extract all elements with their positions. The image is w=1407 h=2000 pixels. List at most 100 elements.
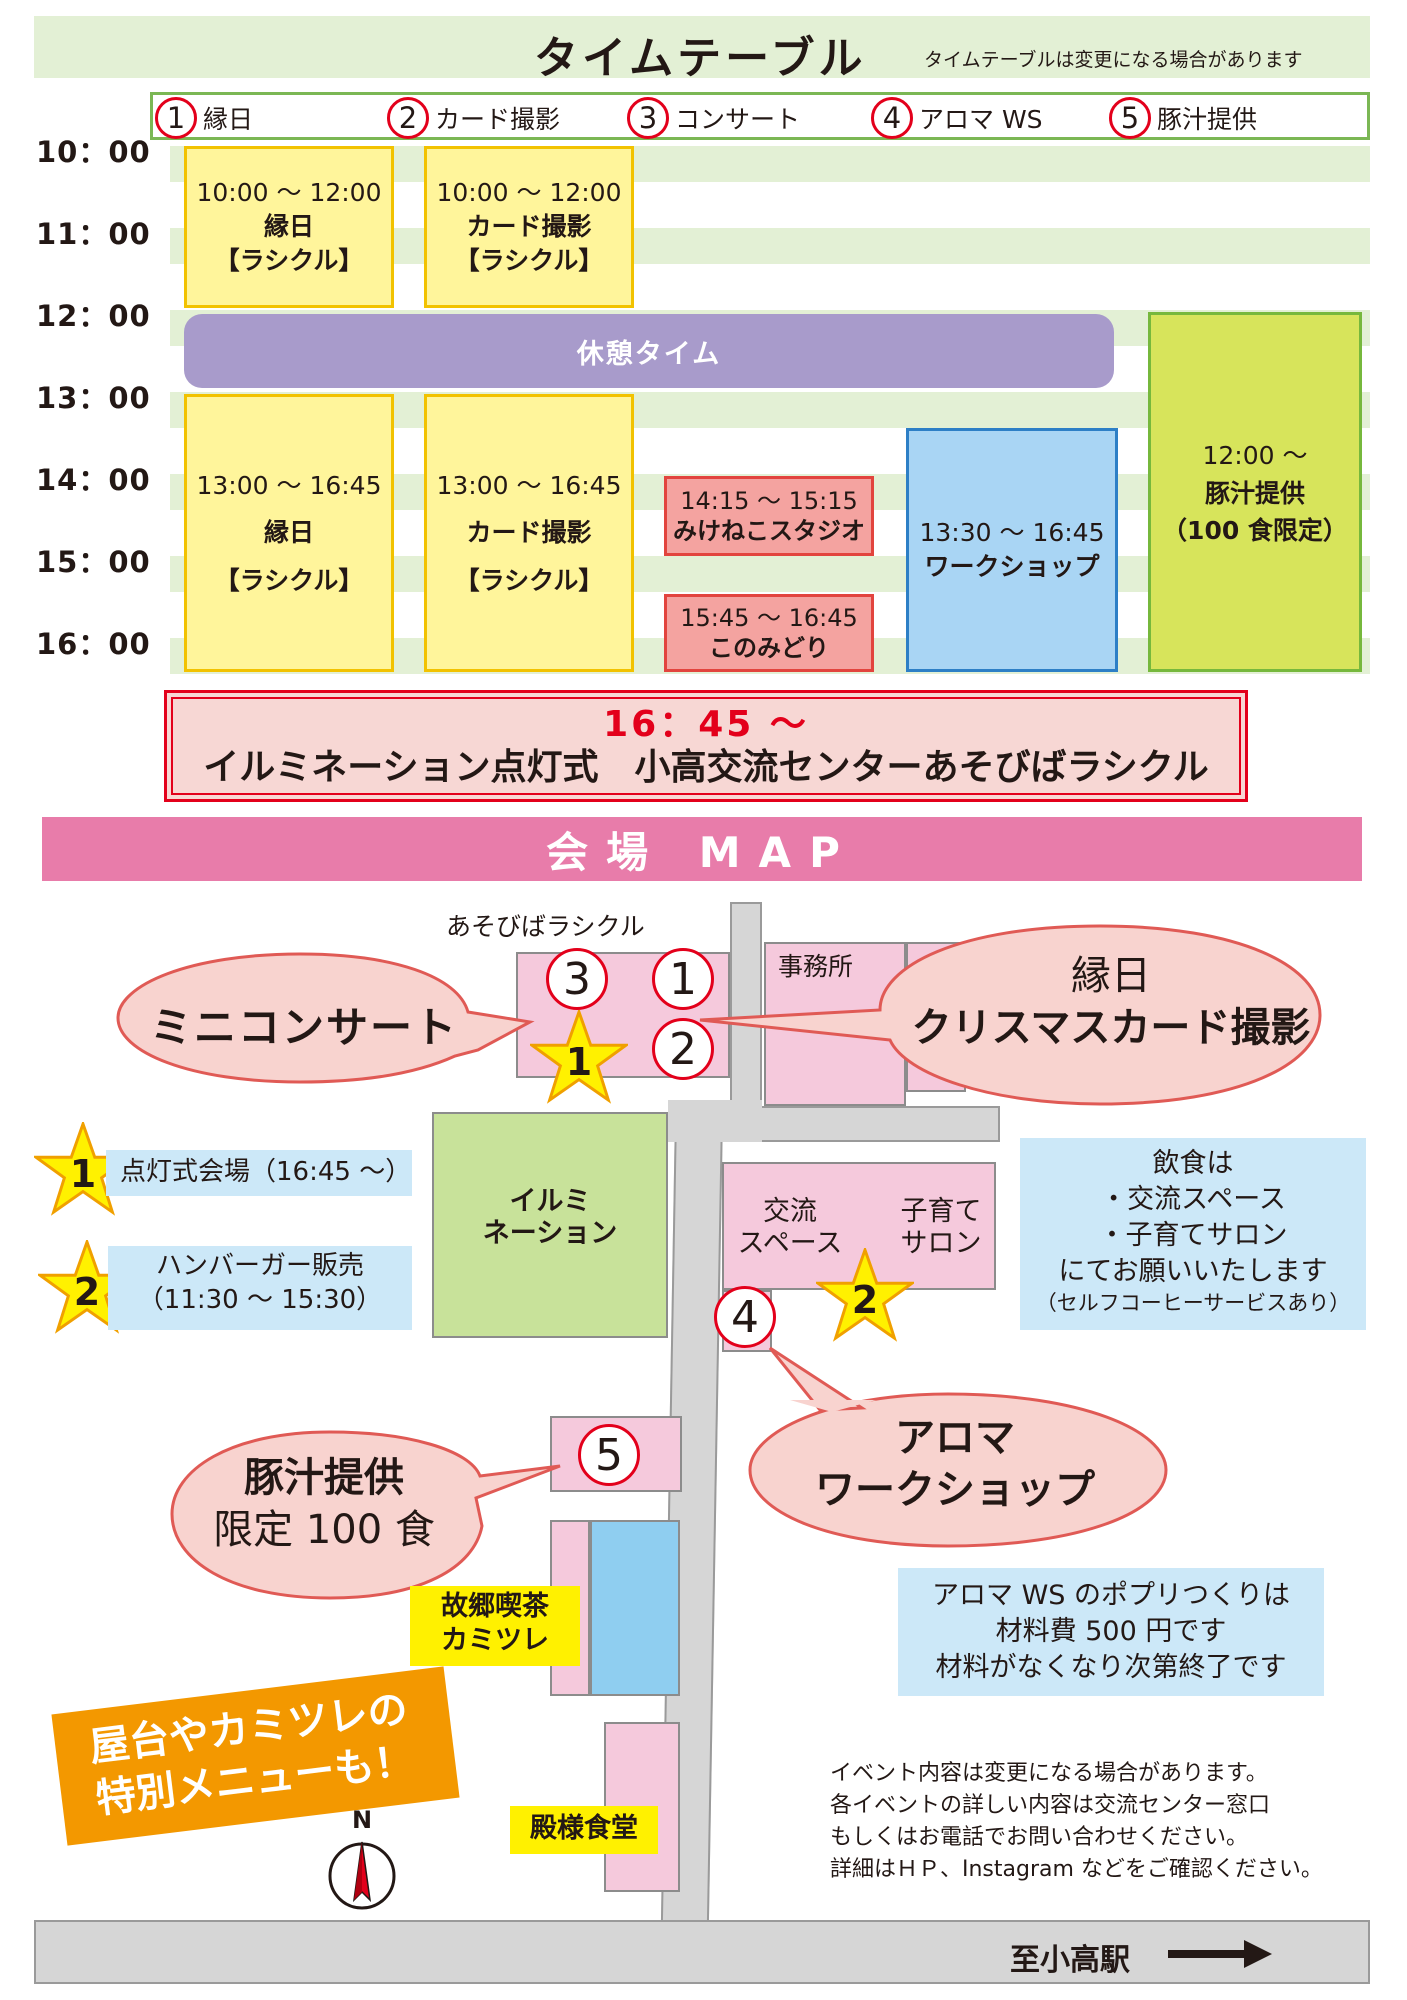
concert-bubble-text: ミニコンサート xyxy=(150,1003,459,1052)
ennichi-bubble-line1: 縁日 xyxy=(1071,953,1151,999)
hour-label: 12：00 xyxy=(36,299,151,333)
kosodate-label: 子育て サロン xyxy=(888,1196,994,1261)
break-time-bar: 休憩タイム xyxy=(184,314,1114,388)
legend-item-3: 3 コンサート xyxy=(627,97,801,139)
kamitsure-line1: 故郷喫茶 xyxy=(441,1591,549,1622)
block-time: 15:45 〜 16:45 xyxy=(680,604,858,632)
star-number: 2 xyxy=(851,1278,879,1322)
compass-arrow-icon xyxy=(328,1841,396,1910)
illumination-label-line1: イルミ xyxy=(509,1186,591,1217)
road xyxy=(730,902,762,1114)
koryu-label-line1: 交流 xyxy=(763,1196,817,1227)
block-venue: 【ラシクル】 xyxy=(454,565,604,595)
hour-label: 16：00 xyxy=(36,627,151,661)
legend-number: 1 xyxy=(155,97,197,139)
notice-line: 詳細はＨＰ、Instagram などをご確認ください。 xyxy=(830,1856,1323,1882)
block-time: 14:15 〜 15:15 xyxy=(680,487,858,515)
tonjiru-bubble-line2: 限定 100 食 xyxy=(213,1507,435,1553)
concert-bubble xyxy=(116,952,535,1084)
legend-label: コンサート xyxy=(675,105,801,134)
hour-label: 13：00 xyxy=(36,381,151,415)
block-name: みけねこスタジオ xyxy=(673,517,865,545)
kamitsure-badge: 故郷喫茶 カミツレ xyxy=(410,1586,580,1666)
map-marker-5: 5 xyxy=(578,1424,640,1486)
map-marker-1: 1 xyxy=(652,948,714,1010)
north-compass-icon: N xyxy=(326,1808,398,1918)
tonosama-badge: 殿様食堂 xyxy=(510,1806,658,1854)
kamitsure-pool xyxy=(590,1520,680,1696)
aroma-bubble xyxy=(748,1392,1168,1548)
north-label: N xyxy=(351,1806,373,1834)
card-pm-block: 13:00 〜 16:45 カード撮影 【ラシクル】 xyxy=(424,394,634,672)
food-info-line4: にてお願いいたします xyxy=(1058,1255,1328,1287)
block-time: 10:00 〜 12:00 xyxy=(436,178,622,208)
star-1-map-icon: 1 xyxy=(527,1007,631,1104)
illumination-area xyxy=(432,1112,668,1338)
road xyxy=(668,1100,762,1142)
hour-label: 14：00 xyxy=(36,463,151,497)
ennichi-bubble xyxy=(699,924,1322,1106)
block-venue: 【ラシクル】 xyxy=(214,245,364,275)
tonjiru-bubble xyxy=(170,1430,561,1600)
tonjiru-bubble-line1: 豚汁提供 xyxy=(244,1455,404,1501)
kosodate-label-line1: 子育て xyxy=(900,1196,982,1227)
main-road xyxy=(34,1920,1370,1984)
star-2-legend-label: ハンバーガー販売 （11:30 〜 15:30） xyxy=(108,1246,412,1330)
rashikuru-label: あそびばラシクル xyxy=(446,912,645,941)
ennichi-bubble-text: 縁日 クリスマスカード撮影 xyxy=(906,950,1316,1054)
koryu-label: 交流 スペース xyxy=(730,1196,850,1261)
legend-label: 縁日 xyxy=(203,105,254,134)
illumination-time: 16：45 〜 xyxy=(603,703,809,745)
block-name: ワークショップ xyxy=(924,552,1100,581)
koryu-label-line2: スペース xyxy=(737,1228,843,1260)
right-arrow-icon xyxy=(1168,1940,1272,1968)
timetable-header-band xyxy=(34,16,1370,78)
block-time: 13:00 〜 16:45 xyxy=(436,470,622,500)
legend-label: アロマ WS xyxy=(919,105,1043,134)
legend-item-4: 4 アロマ WS xyxy=(871,97,1043,139)
map-marker-3: 3 xyxy=(546,948,608,1010)
map-marker-4: 4 xyxy=(714,1286,776,1348)
ennichi-pm-block: 13:00 〜 16:45 縁日 【ラシクル】 xyxy=(184,394,394,672)
hour-label: 15：00 xyxy=(36,545,151,579)
tonjiru-bubble-text: 豚汁提供 限定 100 食 xyxy=(194,1452,454,1556)
block-venue: 【ラシクル】 xyxy=(454,245,604,275)
block-venue: 【ラシクル】 xyxy=(214,565,364,595)
block-name: 縁日 xyxy=(263,212,314,242)
hour-label: 11：00 xyxy=(36,217,151,251)
tonjiru-block: 12:00 〜 豚汁提供 （100 食限定） xyxy=(1148,312,1362,672)
ennichi-bubble-line2: クリスマスカード撮影 xyxy=(911,1005,1311,1051)
station-direction-label: 至小高駅 xyxy=(1010,1943,1130,1978)
kosodate-label-line2: サロン xyxy=(900,1228,982,1260)
star-number: 1 xyxy=(69,1152,97,1196)
legend-label: カード撮影 xyxy=(435,105,561,134)
aroma-info-box: アロマ WS のポプリつくりは 材料費 500 円です 材料がなくなり次第終了で… xyxy=(898,1568,1324,1696)
star-2-legend-line1: ハンバーガー販売 xyxy=(155,1251,364,1281)
hour-label: 10：00 xyxy=(36,135,151,169)
map-marker-2: 2 xyxy=(652,1018,714,1080)
notice-line: もしくはお電話でお問い合わせください。 xyxy=(830,1824,1249,1850)
star-1-legend-label: 点灯式会場（16:45 〜） xyxy=(106,1150,412,1196)
event-legend: 1 縁日 2 カード撮影 3 コンサート 4 アロマ WS 5 豚汁提供 xyxy=(150,92,1370,140)
block-name: カード撮影 xyxy=(466,212,592,242)
block-time: 10:00 〜 12:00 xyxy=(196,178,382,208)
block-name: 縁日 xyxy=(263,518,314,548)
notice-line: 各イベントの詳しい内容は交流センター窓口 xyxy=(830,1792,1271,1818)
legend-item-2: 2 カード撮影 xyxy=(387,97,561,139)
legend-number: 2 xyxy=(387,97,429,139)
block-time: 13:30 〜 16:45 xyxy=(919,518,1105,548)
block-name: このみどり xyxy=(709,634,829,662)
illumination-label: イルミ ネーション xyxy=(464,1186,636,1251)
food-info-line2: ・交流スペース xyxy=(1100,1183,1286,1215)
aroma-info-line1: アロマ WS のポプリつくりは xyxy=(932,1580,1290,1611)
illumination-ceremony-box: 16：45 〜 イルミネーション点灯式 小高交流センターあそびばラシクル xyxy=(164,690,1248,802)
block-time: 12:00 〜 xyxy=(1202,441,1308,470)
kamitsure-line2: カミツレ xyxy=(441,1624,549,1656)
aroma-bubble-text: アロマ ワークショップ xyxy=(790,1412,1120,1516)
event-notice: イベント内容は変更になる場合があります。 各イベントの詳しい内容は交流センター窓… xyxy=(830,1758,1323,1886)
concert-2-block: 15:45 〜 16:45 このみどり xyxy=(664,594,874,672)
block-name: 豚汁提供 xyxy=(1204,478,1305,508)
food-info-line5: （セルフコーヒーサービスあり） xyxy=(1035,1290,1351,1315)
block-note: （100 食限定） xyxy=(1162,516,1348,545)
